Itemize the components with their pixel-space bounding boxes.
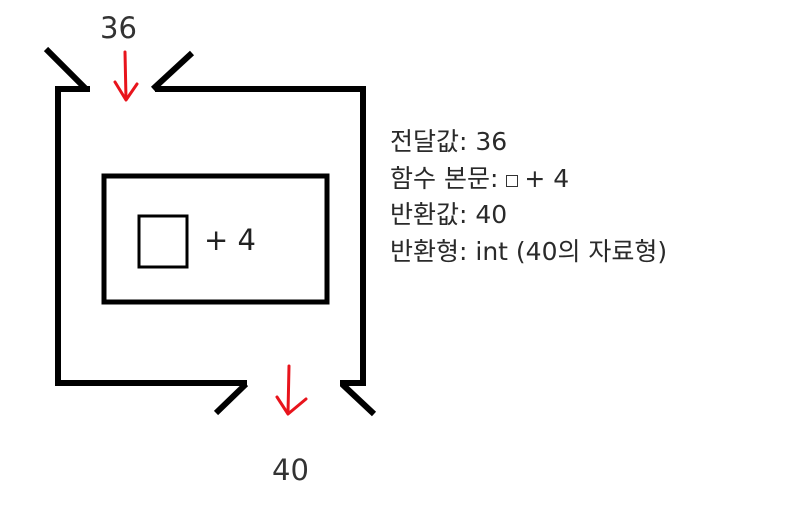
placeholder-square [137, 214, 189, 269]
function-body-box [101, 173, 330, 305]
function-body-prefix: 함수 본문: [390, 163, 499, 193]
return-value-text: 반환값: 40 [390, 200, 508, 229]
function-body-suffix: + 4 [524, 163, 570, 193]
info-panel: 전달값: 36 함수 본문: + 4 반환값: 40 반환형: int (40의… [390, 124, 667, 270]
passed-value-text: 전달값: 36 [390, 127, 508, 156]
output-arrow-icon [275, 364, 308, 416]
output-value-label: 40 [272, 453, 309, 487]
output-funnel-left [213, 381, 249, 416]
input-arrow-icon [113, 50, 139, 102]
placeholder-square-icon [506, 174, 519, 187]
input-value-label: 36 [100, 11, 137, 45]
input-funnel-right [150, 50, 195, 92]
output-funnel-right [339, 381, 377, 417]
inner-expression-label: + 4 [204, 223, 256, 257]
function-box-outline-right [155, 86, 366, 386]
function-box-outline [55, 86, 247, 386]
input-funnel-left [43, 46, 89, 92]
return-type-text: 반환형: int (40의 자료형) [390, 236, 668, 266]
function-body-text: 함수 본문: + 4 [390, 161, 667, 198]
